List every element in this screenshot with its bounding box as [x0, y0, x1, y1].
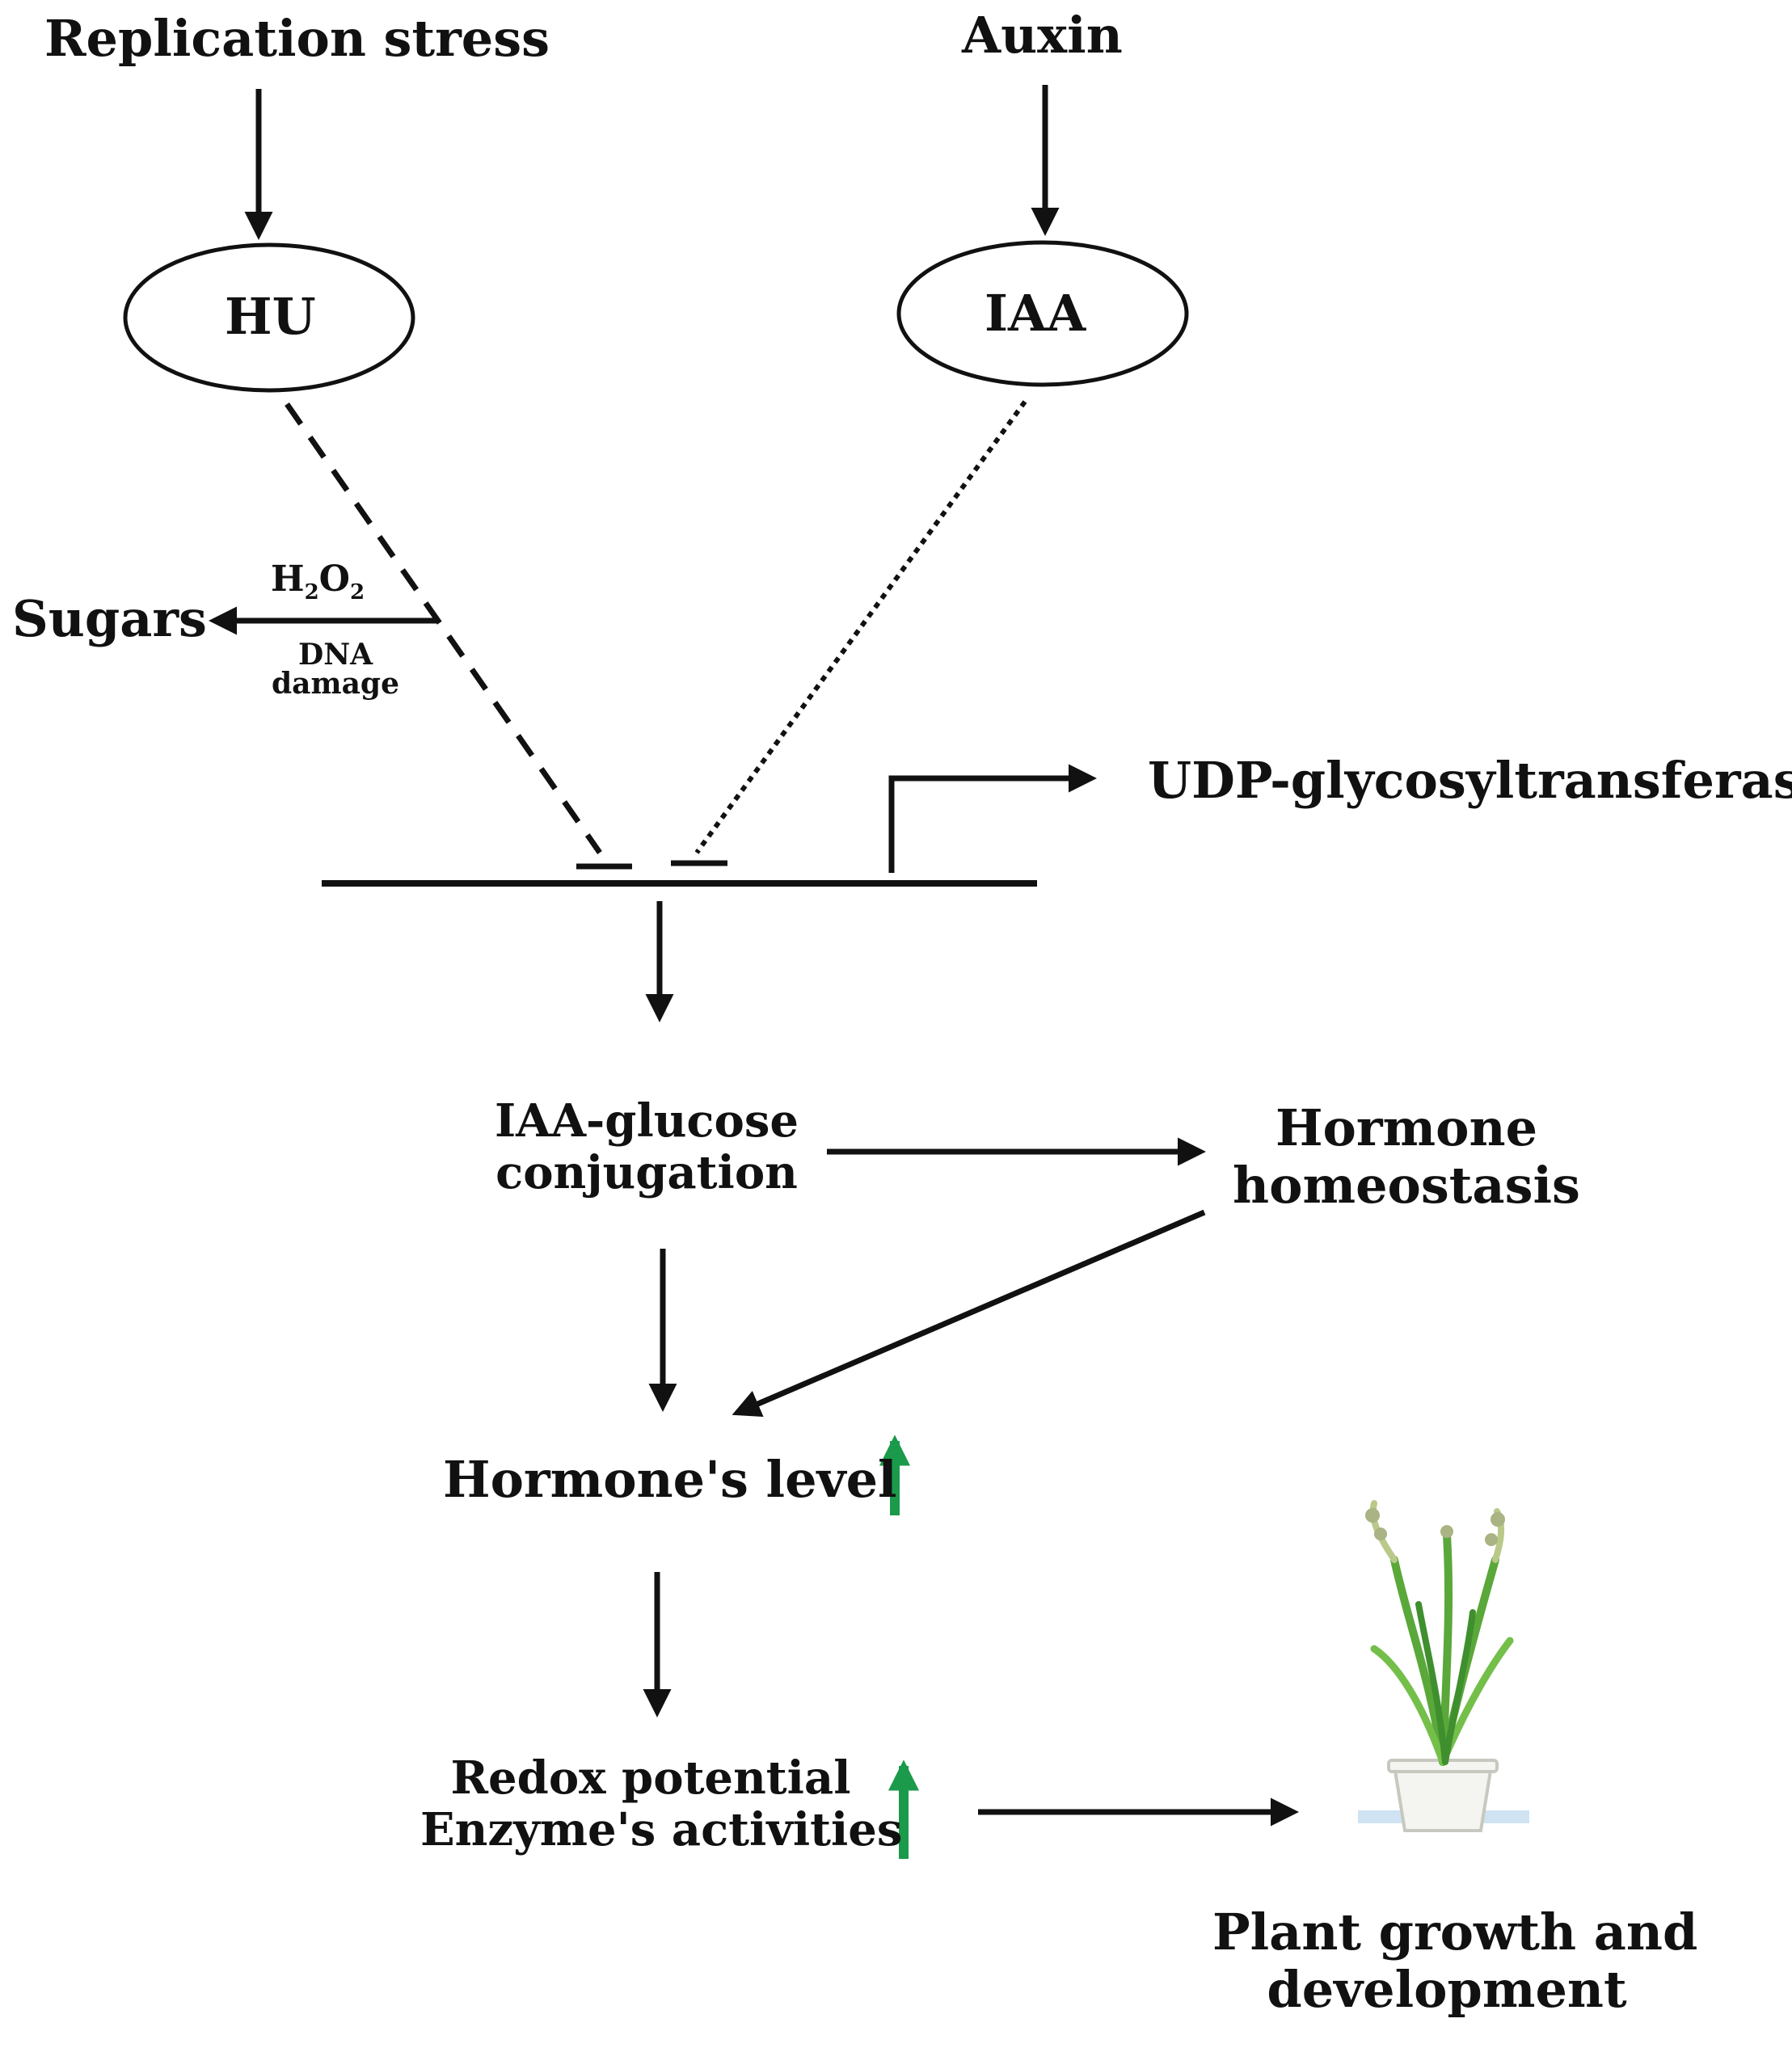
redox-enzyme-label: Redox potential Enzyme's activities: [420, 1751, 903, 1857]
sugars-label: Sugars: [12, 589, 207, 648]
hormone-level-label: Hormone's level: [443, 1450, 897, 1509]
hu-inhibition-line: [285, 402, 602, 855]
iaa-label: IAA: [985, 284, 1086, 343]
h2o2-label: H2O2: [271, 558, 365, 605]
auxin-label: Auxin: [962, 6, 1123, 65]
hu-label: HU: [225, 287, 316, 346]
potted-plant-icon: [1358, 1500, 1529, 1832]
udp-glycosyltransferase-label: UDP-glycosyltransferase: [1148, 751, 1792, 810]
hu-node: [123, 242, 415, 393]
hormone-homeostasis-label: Hormone homeostasis: [1233, 1098, 1580, 1216]
iaa-inhibition-line: [694, 400, 1027, 854]
promoter-arrow: [888, 764, 1097, 873]
arrow-homeostasis-to-level: [732, 1209, 1206, 1418]
dna-damage-label: DNA damage: [272, 638, 399, 701]
iaa-node: [896, 240, 1189, 387]
plant-growth-label: Plant growth and development: [1212, 1903, 1698, 2020]
iaa-glucose-conjugation-label: IAA-glucose conjugation: [494, 1094, 799, 1200]
replication-stress-label: Replication stress: [44, 9, 550, 68]
